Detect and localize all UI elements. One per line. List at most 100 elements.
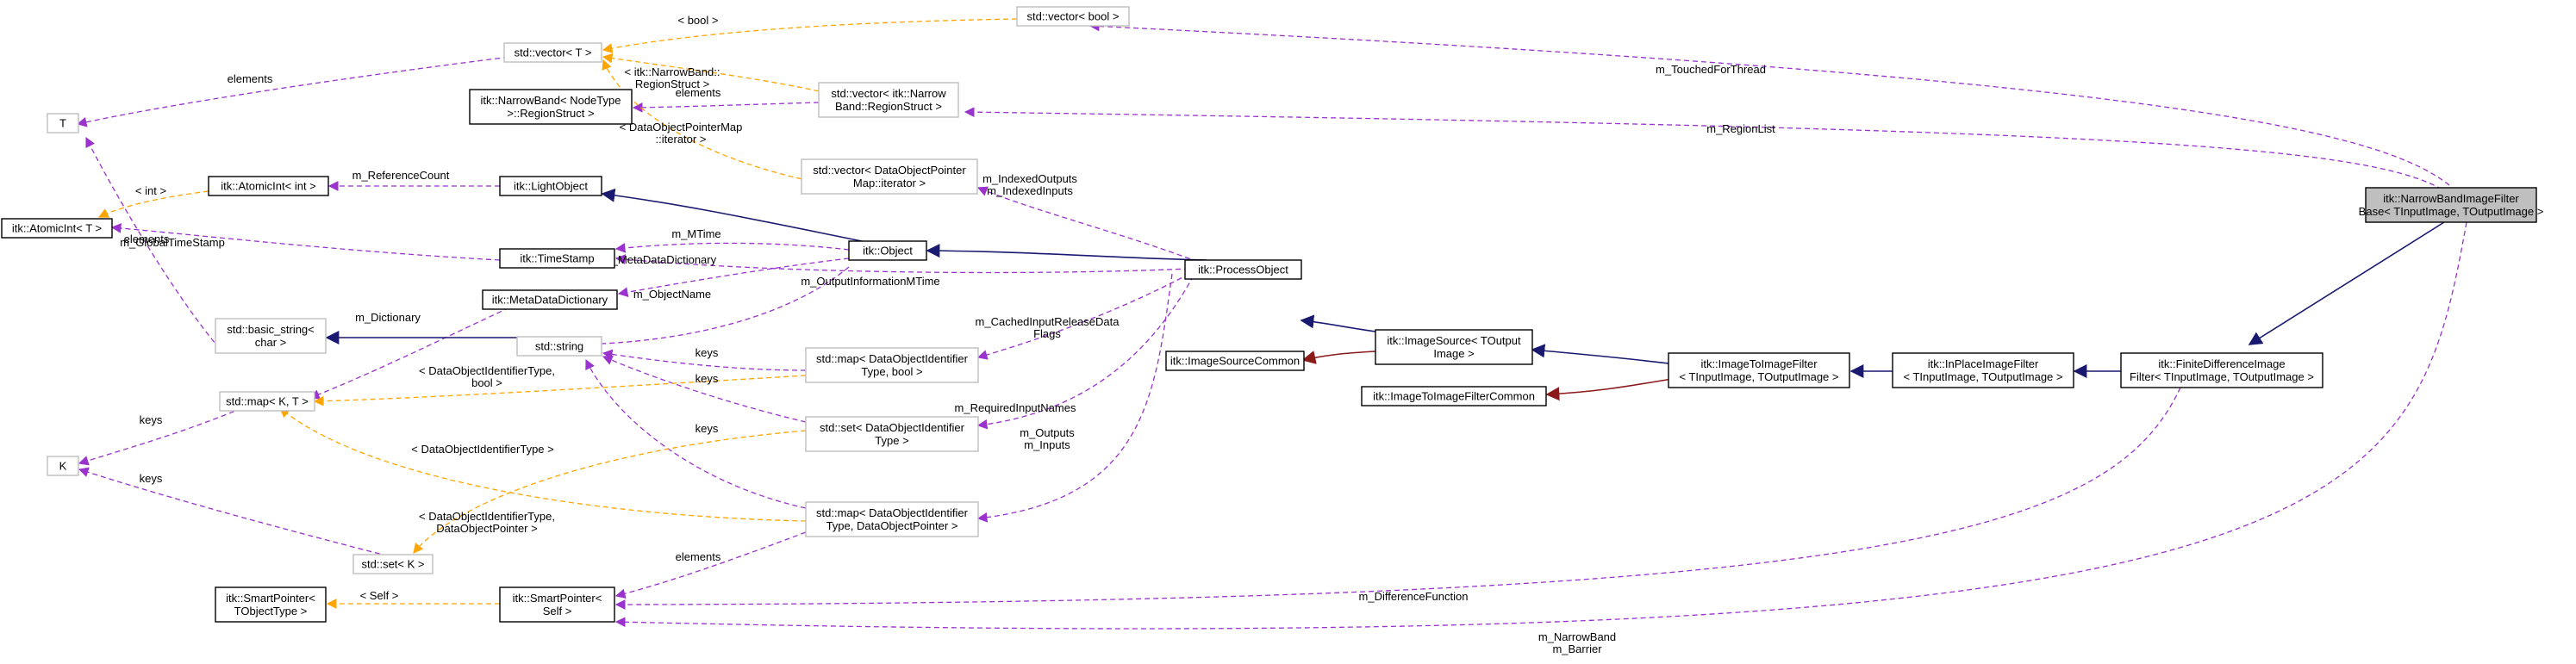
edge-mapdoidop-string (585, 358, 807, 509)
node-box (516, 336, 602, 357)
lbl-int: < int > (135, 184, 166, 197)
node-box (215, 586, 327, 623)
edge-label-line: m_MTime (671, 227, 720, 240)
node-vector-t[interactable]: std::vector< T > (503, 42, 602, 63)
node-metadata-dictionary[interactable]: itk::MetaDataDictionary (482, 289, 618, 310)
node-timestamp[interactable]: itk::TimeStamp (499, 248, 615, 269)
node-label: itk::SmartPointer< (513, 592, 602, 605)
lbl-keys2: keys (695, 372, 719, 385)
node-label: Band::RegionStruct > (835, 100, 942, 113)
edge-label-line: m_CachedInputReleaseData (976, 315, 1120, 328)
node-set-doi[interactable]: std::set< DataObjectIdentifierType > (805, 416, 979, 452)
edge-metadict (617, 258, 850, 297)
node-box (2365, 187, 2537, 223)
node-label: Base< TInputImage, TOutputImage > (2359, 205, 2544, 218)
edge-label-line: elements (228, 72, 273, 85)
node-label: Type, DataObjectPointer > (826, 519, 958, 532)
edge-label-line: bool > (471, 376, 502, 389)
node-label: itk::SmartPointer< (226, 592, 315, 605)
lbl-doit-dop: < DataObjectIdentifierType,DataObjectPoi… (419, 510, 555, 535)
node-label: itk::ImageToImageFilterCommon (1373, 390, 1535, 403)
edge-dictionary (309, 303, 518, 400)
node-atomicint-t[interactable]: itk::AtomicInt< T > (1, 218, 113, 239)
edge-label-line: m_IndexedOutputs (982, 172, 1077, 185)
edge-setdoi-setk (413, 430, 807, 554)
node-map-doi-bool[interactable]: std::map< DataObjectIdentifierType, bool… (805, 347, 979, 383)
node-inplace-image-filter[interactable]: itk::InPlaceImageFilter< TInputImage, TO… (1892, 352, 2074, 388)
node-label: Image > (1433, 347, 1474, 360)
edge-label-line: elements (676, 86, 721, 99)
edge-inherit-nb-fdif (2248, 221, 2445, 345)
edge-regionlist (964, 107, 2450, 195)
edge-label-line: ::iterator > (656, 133, 707, 146)
node-vector-bool[interactable]: std::vector< bool > (1016, 6, 1130, 27)
edge-t-atomic (85, 136, 221, 350)
edge-label-line: elements (124, 233, 170, 245)
node-vector-regionstruct[interactable]: std::vector< itk::NarrowBand::RegionStru… (818, 82, 959, 118)
edge-label-line: < DataObjectIdentifierType, (419, 364, 555, 377)
node-t[interactable]: T (47, 113, 79, 133)
edge-required (976, 275, 1194, 430)
node-std-string[interactable]: std::string (516, 336, 602, 357)
node-smartpointer-tobjecttype[interactable]: itk::SmartPointer<TObjectType > (215, 586, 327, 623)
edge-label-line: m_RequiredInputNames (955, 401, 1076, 414)
node-label: itk::ProcessObject (1198, 264, 1288, 276)
edge-mapdoidop-mapkt (279, 407, 807, 522)
node-process-object[interactable]: itk::ProcessObject (1184, 259, 1302, 280)
edge-label-line: < itk::NarrowBand:: (625, 65, 720, 78)
node-map-doi-dop[interactable]: std::map< DataObjectIdentifierType, Data… (805, 501, 979, 537)
edge-touched (1088, 21, 2450, 186)
edge-mtime (614, 242, 850, 253)
edge-outinfo (614, 254, 1190, 274)
edge-label-line: keys (140, 472, 163, 485)
edge-label-line: keys (140, 413, 163, 426)
node-label: itk::NarrowBandImageFilter (2383, 192, 2519, 205)
node-basic-string[interactable]: std::basic_string<char > (215, 318, 327, 354)
node-map-k-t[interactable]: std::map< K, T > (219, 391, 315, 412)
edge-inherit-imgsource-common (1301, 351, 1376, 364)
edge-label-line: < DataObjectPointerMap (620, 121, 743, 133)
node-image-source-common[interactable]: itk::ImageSourceCommon (1165, 351, 1305, 371)
node-label: std::map< DataObjectIdentifier (816, 506, 969, 519)
node-label: Map::iterator > (853, 177, 926, 189)
edge-label-line: m_Inputs (1024, 438, 1070, 451)
lbl-keys1: keys (695, 346, 719, 359)
edge-label-line: < DataObjectIdentifierType, (419, 510, 555, 523)
node-smartpointer-self[interactable]: itk::SmartPointer<Self > (499, 586, 615, 623)
node-image-source[interactable]: itk::ImageSource< TOutputImage > (1375, 329, 1533, 365)
node-image-to-image-filter-common[interactable]: itk::ImageToImageFilterCommon (1361, 386, 1547, 406)
node-narrowband-regionstruct[interactable]: itk::NarrowBand< NodeType>::RegionStruct… (469, 89, 633, 125)
lbl-self: < Self > (360, 589, 399, 602)
lbl-required: m_RequiredInputNames (955, 401, 1076, 414)
node-label: itk::MetaDataDictionary (492, 294, 608, 307)
node-label: >::RegionStruct > (507, 107, 594, 120)
edge-label-line: < bool > (678, 14, 719, 27)
edges (76, 18, 2467, 630)
node-vector-dataobjectpointer-map[interactable]: std::vector< DataObjectPointerMap::itera… (801, 158, 978, 195)
node-k[interactable]: K (47, 456, 79, 476)
edge-labels: m_TouchedForThread m_RegionList < bool >… (120, 14, 1775, 655)
node-light-object[interactable]: itk::LightObject (499, 176, 602, 196)
node-label: itk::Object (863, 245, 913, 258)
node-box (482, 289, 618, 310)
node-box (47, 456, 79, 476)
edge-inherit-imgsource-po (1300, 314, 1376, 332)
node-label: itk::LightObject (514, 180, 588, 193)
node-image-to-image-filter[interactable]: itk::ImageToImageFilter< TInputImage, TO… (1668, 352, 1850, 388)
edge-label-line: RegionStruct > (635, 78, 709, 90)
edge-setdoi-string (602, 355, 807, 423)
lbl-refcount: m_ReferenceCount (352, 169, 450, 182)
lbl-vect-elements: elements (228, 72, 273, 85)
lbl-vecregion-tmpl: < itk::NarrowBand::RegionStruct > (625, 65, 720, 90)
lbl-outinfo: m_OutputInformationMTime (801, 275, 939, 288)
node-box (1375, 329, 1533, 365)
node-atomicint-int[interactable]: itk::AtomicInt< int > (208, 176, 329, 196)
node-set-k[interactable]: std::set< K > (352, 554, 433, 574)
edge-mapdoidop-sp (614, 531, 807, 599)
node-object[interactable]: itk::Object (848, 240, 927, 261)
